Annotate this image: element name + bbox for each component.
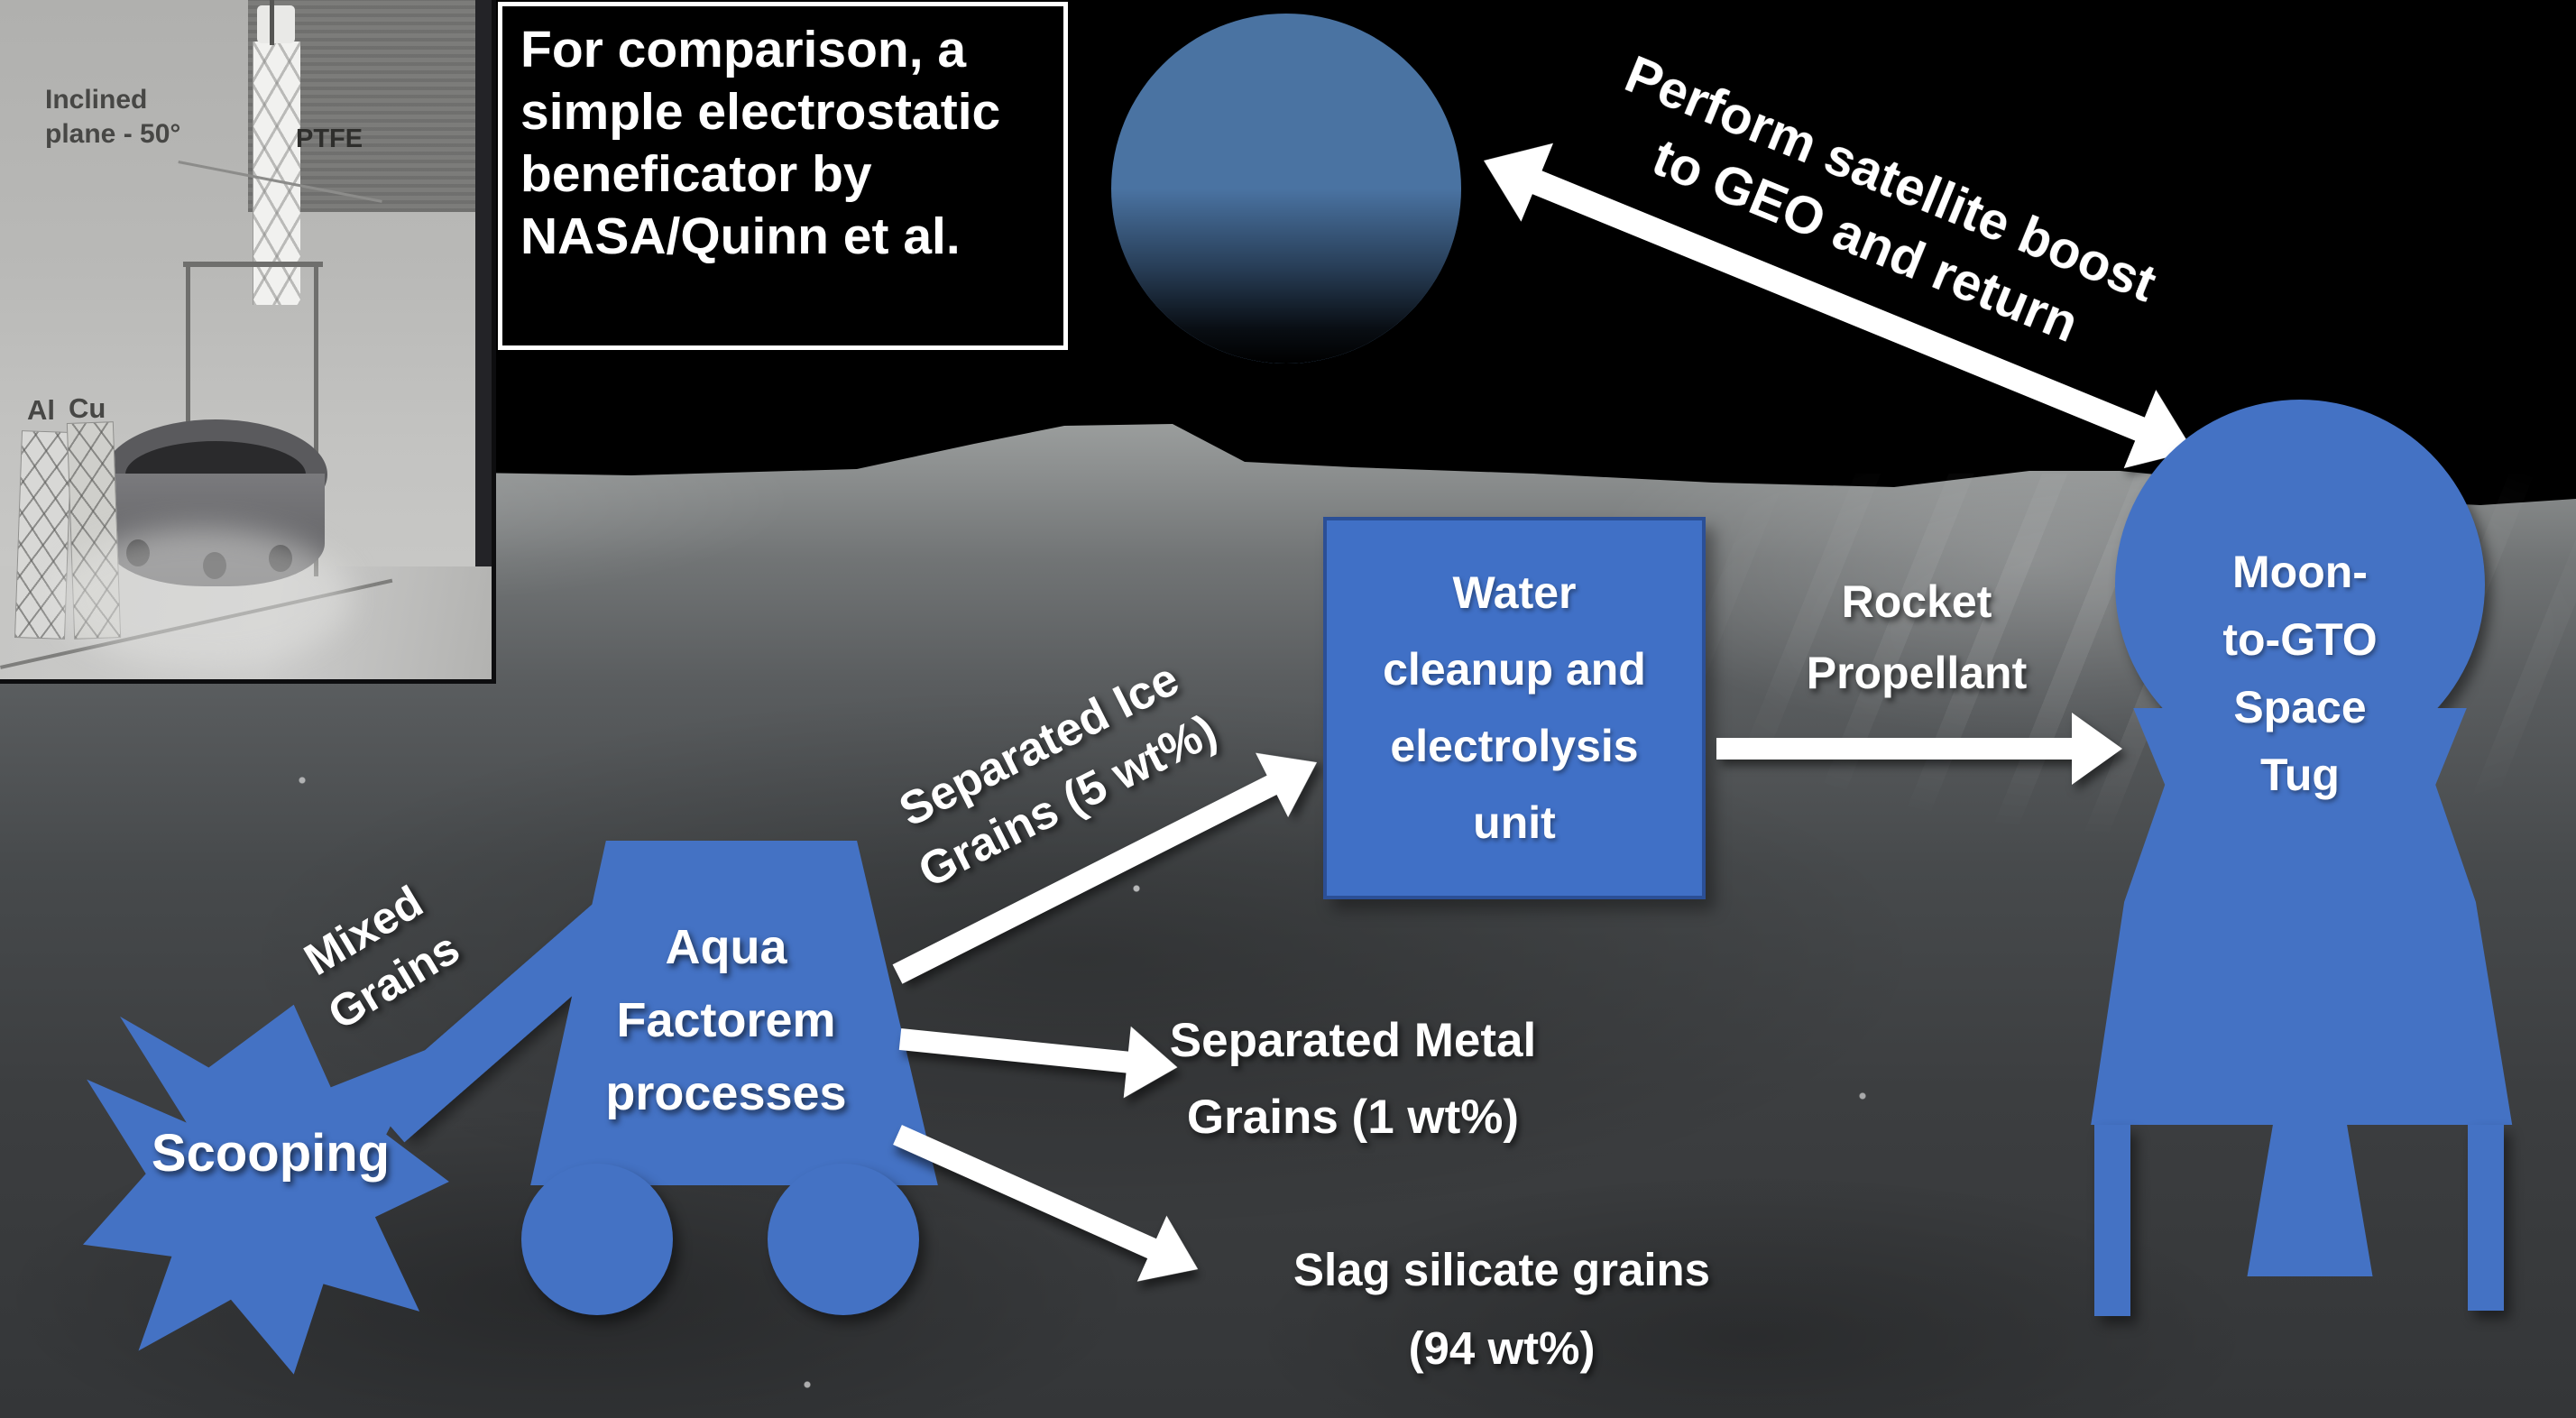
tug-leg xyxy=(2094,1125,2130,1316)
earth-image xyxy=(1111,14,1461,364)
cu-label: Cu xyxy=(69,392,106,424)
support-rod xyxy=(270,0,274,45)
inclined-plane-label: Inclined plane - 50° xyxy=(45,85,181,149)
comparison-note-box: For comparison, a simple electrostatic b… xyxy=(498,2,1068,350)
water-electrolysis-label: Water cleanup and electrolysis unit xyxy=(1383,567,1646,848)
rover-wheel xyxy=(768,1164,919,1315)
scooping-label: Scooping xyxy=(151,1124,391,1183)
tug-dome xyxy=(2115,400,2485,769)
frame-rod xyxy=(314,265,318,576)
sample-column xyxy=(253,41,300,305)
rocket-propellant-label: Rocket Propellant xyxy=(1806,576,2028,698)
separated-metal-label: Separated Metal Grains (1 wt%) xyxy=(1169,1014,1537,1144)
tug-leg xyxy=(2468,1125,2504,1311)
rover-body xyxy=(530,841,938,1185)
arrow-head xyxy=(2072,713,2122,785)
photo-right-shadow xyxy=(475,0,492,679)
water-electrolysis-box: Water cleanup and electrolysis unit xyxy=(1323,517,1706,899)
rover-wheel xyxy=(521,1164,673,1315)
slag-label: Slag silicate grains (94 wt%) xyxy=(1293,1244,1711,1374)
space-tug-label: Moon- to-GTO Space Tug xyxy=(2222,547,2378,800)
ptfe-label: PTFE xyxy=(296,124,363,153)
arrow-shaft xyxy=(1716,738,2075,760)
al-label: Al xyxy=(27,394,55,426)
electrostatic-beneficator-photo: Inclined plane - 50° PTFE Al Cu xyxy=(0,0,496,684)
aqua-factorem-label: Aqua Factorem processes xyxy=(605,920,847,1120)
frame-bar xyxy=(183,262,323,267)
column-cap xyxy=(257,5,295,43)
dust-mist xyxy=(54,528,352,668)
